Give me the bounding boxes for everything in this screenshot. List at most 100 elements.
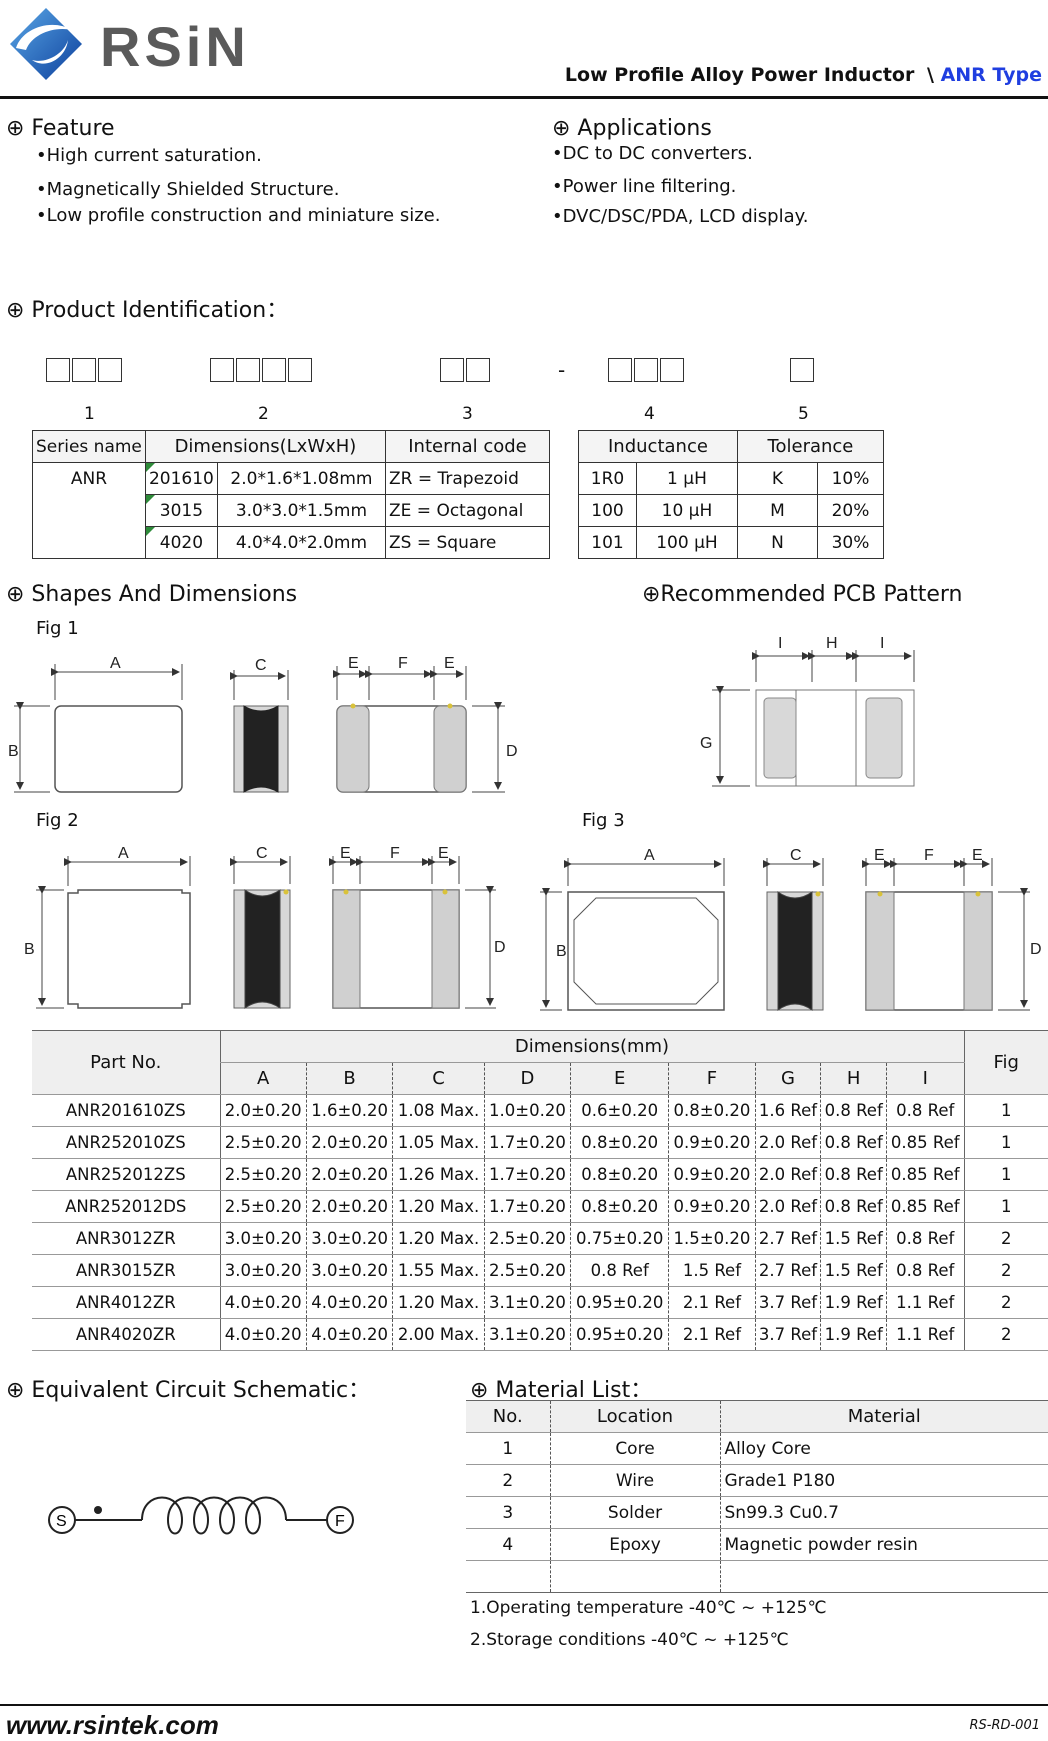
applications-title: ⊕ Applications [552, 116, 712, 141]
dimension-value: 2.5±0.20 [483, 1222, 571, 1255]
dimension-value: 1.5 Ref [820, 1254, 887, 1287]
label-e: E [438, 845, 449, 862]
dimension-value: 2.0±0.20 [219, 1094, 307, 1127]
dim-code: 201610 [144, 462, 218, 495]
label-f: F [924, 847, 934, 864]
header-dim-h: H [820, 1062, 887, 1095]
label-a: A [110, 655, 121, 672]
dimension-value: 2.7 Ref [754, 1222, 821, 1255]
part-number: ANR3012ZR [32, 1222, 220, 1255]
footer-rule [0, 1704, 1048, 1706]
dimension-value: 0.9±0.20 [668, 1126, 756, 1159]
label-e: E [340, 845, 351, 862]
application-item: •DVC/DSC/PDA, LCD display. [552, 206, 809, 227]
dimension-value: 0.9±0.20 [668, 1158, 756, 1191]
dimension-value: 0.8±0.20 [668, 1094, 756, 1127]
material-table: No. Location Material 1 Core Alloy Core … [466, 1400, 1048, 1593]
dimension-value: 0.8 Ref [886, 1254, 964, 1287]
header-no: No. [466, 1400, 550, 1433]
label-a: A [118, 845, 129, 862]
material-no: 3 [466, 1496, 550, 1529]
tolerance-code: K [736, 462, 818, 495]
dimension-drawings: A B C E F E D I H I G A B C E F E D A B … [8, 635, 1042, 1011]
brand-name: RSiN [100, 15, 250, 78]
part-number: ANR201610ZS [32, 1094, 220, 1127]
inductance-code: 100 [578, 494, 637, 527]
dimension-value: 3.1±0.20 [483, 1286, 571, 1319]
header-inductance: Inductance [578, 430, 738, 463]
dimension-value: 1.6±0.20 [305, 1094, 393, 1127]
dimension-value: 0.8 Ref [886, 1094, 964, 1127]
code-boxes-4 [608, 358, 686, 386]
dimension-value: 3.0±0.20 [219, 1254, 307, 1287]
dimension-value: 3.0±0.20 [219, 1222, 307, 1255]
header-dim-f: F [668, 1062, 756, 1095]
dimension-value: 0.8±0.20 [570, 1126, 669, 1159]
footer-code: RS-RD-001 [969, 1718, 1040, 1733]
fig-number: 2 [963, 1254, 1048, 1287]
tolerance-code: N [736, 526, 818, 559]
material-name: Grade1 P180 [719, 1464, 1048, 1497]
shapes-title: ⊕ Shapes And Dimensions [6, 582, 298, 607]
dimension-value: 2.5±0.20 [219, 1126, 307, 1159]
material-location: Epoxy [549, 1528, 720, 1561]
dimension-value: 1.5 Ref [820, 1222, 887, 1255]
dimension-value: 0.85 Ref [886, 1190, 964, 1223]
dimension-value: 1.05 Max. [392, 1126, 485, 1159]
dimension-value: 1.20 Max. [392, 1286, 485, 1319]
dimension-value: 1.7±0.20 [483, 1158, 571, 1191]
dimension-value: 2.00 Max. [392, 1318, 485, 1351]
inductance-value: 1 μH [636, 462, 738, 495]
header-location: Location [549, 1400, 720, 1433]
material-no: 1 [466, 1432, 550, 1465]
inductance-value: 10 μH [636, 494, 738, 527]
part-number: ANR3015ZR [32, 1254, 220, 1287]
dimension-value: 0.8 Ref [820, 1094, 887, 1127]
dimension-value: 3.7 Ref [754, 1318, 821, 1351]
label-f: F [398, 655, 408, 672]
label-e: E [874, 847, 885, 864]
logo-swirl-icon [10, 8, 82, 80]
dimension-value: 2.0±0.20 [305, 1190, 393, 1223]
material-title: ⊕ Material List： [470, 1378, 653, 1403]
footer-url[interactable]: www.rsintek.com [6, 1710, 219, 1740]
dimension-value: 4.0±0.20 [219, 1286, 307, 1319]
dimension-value: 0.6±0.20 [570, 1094, 669, 1127]
dim-value: 3.0*3.0*1.5mm [216, 494, 387, 527]
application-item: •Power line filtering. [552, 176, 737, 197]
dimension-value: 1.7±0.20 [483, 1190, 571, 1223]
fig-number: 2 [963, 1286, 1048, 1319]
material-no: 4 [466, 1528, 550, 1561]
part-number: ANR252012DS [32, 1190, 220, 1223]
dimension-value: 2.0 Ref [754, 1126, 821, 1159]
feature-item: •Magnetically Shielded Structure. [36, 179, 340, 200]
dimension-value: 0.85 Ref [886, 1158, 964, 1191]
tolerance-code: M [736, 494, 818, 527]
label-c: C [790, 847, 802, 864]
dimension-value: 3.7 Ref [754, 1286, 821, 1319]
fig-number: 1 [963, 1190, 1048, 1223]
label-b: B [8, 743, 19, 760]
dimension-value: 0.8 Ref [820, 1190, 887, 1223]
label-e: E [444, 655, 455, 672]
dimension-value: 1.1 Ref [886, 1318, 964, 1351]
header-rule [0, 96, 1048, 99]
dimension-value: 1.9 Ref [820, 1318, 887, 1351]
fig1-label: Fig 1 [36, 618, 79, 639]
material-location: Core [549, 1432, 720, 1465]
dimension-value: 1.6 Ref [754, 1094, 821, 1127]
material-name: Alloy Core [719, 1432, 1048, 1465]
header-dimensions-mm: Dimensions(mm) [219, 1030, 964, 1063]
label-c: C [256, 845, 268, 862]
dimension-value: 4.0±0.20 [219, 1318, 307, 1351]
header-tolerance: Tolerance [736, 430, 885, 463]
dimension-value: 0.8 Ref [886, 1222, 964, 1255]
header-dim-c: C [392, 1062, 485, 1095]
dimension-value: 0.8 Ref [820, 1126, 887, 1159]
inductance-tolerance-table: Inductance Tolerance 1R0 1 μH K 10% 100 … [578, 430, 885, 559]
fig-number: 2 [963, 1318, 1048, 1351]
